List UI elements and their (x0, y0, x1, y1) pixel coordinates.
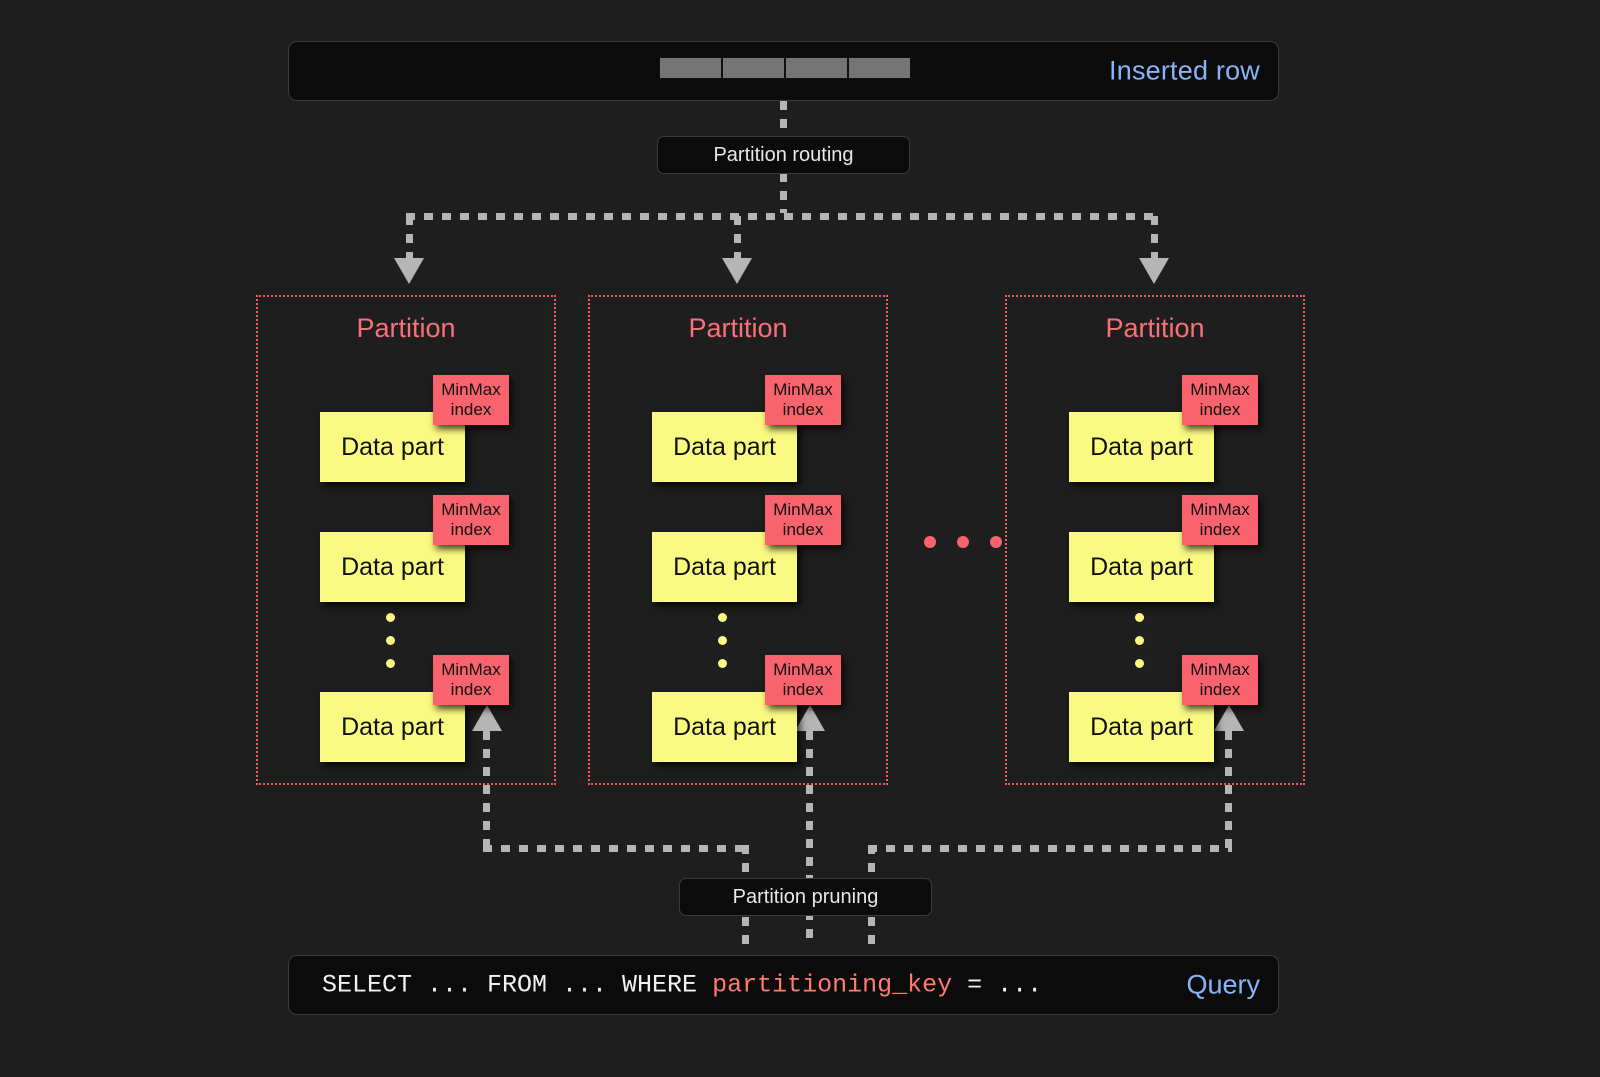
partition-3[interactable]: Partition MinMax index Data part MinMax … (1005, 295, 1305, 785)
minmax-index-line1: MinMax (773, 379, 833, 399)
partition-3-title: Partition (1105, 313, 1205, 343)
row-cell-2 (722, 57, 785, 79)
partitions-ellipsis (924, 536, 1002, 548)
minmax-index-line1: MinMax (1190, 379, 1250, 399)
query-suffix: = ... (952, 970, 1043, 1000)
ellipsis-dot (718, 636, 727, 645)
ellipsis-dot (386, 613, 395, 622)
ellipsis-dot (386, 636, 395, 645)
minmax-index-line2: index (450, 680, 492, 699)
minmax-index-box: MinMax index (1182, 495, 1258, 545)
ellipsis-dot (386, 659, 395, 668)
minmax-index-box: MinMax index (1182, 375, 1258, 425)
partition-1-part-2[interactable]: MinMax index Data part (320, 495, 510, 605)
minmax-index-box: MinMax index (433, 655, 509, 705)
minmax-index-box: MinMax index (433, 495, 509, 545)
partition-1-part-3[interactable]: MinMax index Data part (320, 655, 510, 765)
minmax-index-line1: MinMax (441, 659, 501, 679)
partition-2-part-2[interactable]: MinMax index Data part (652, 495, 842, 605)
row-cell-4 (848, 57, 911, 79)
minmax-index-line2: index (450, 400, 492, 419)
ellipsis-dot (957, 536, 969, 548)
minmax-index-box: MinMax index (765, 655, 841, 705)
partition-2-title: Partition (688, 313, 788, 343)
minmax-index-line2: index (782, 520, 824, 539)
data-part-box: Data part (652, 412, 797, 482)
partition-routing-badge: Partition routing (657, 136, 910, 174)
minmax-index-box: MinMax index (765, 375, 841, 425)
ellipsis-dot (1135, 636, 1144, 645)
inserted-row-label: Inserted row (1109, 55, 1260, 86)
row-cell-3 (785, 57, 848, 79)
pruning-arrow-partition-2 (795, 705, 825, 731)
minmax-index-line2: index (1199, 520, 1241, 539)
routing-bus-line (406, 213, 1158, 220)
partition-3-part-3[interactable]: MinMax index Data part (1069, 655, 1259, 765)
partition-1[interactable]: Partition MinMax index Data part MinMax … (256, 295, 556, 785)
inserted-row-panel: Inserted row (288, 41, 1279, 101)
routing-branch-2-arrow (722, 258, 752, 284)
routing-branch-1-arrow (394, 258, 424, 284)
pruning-bus-left (483, 845, 749, 852)
minmax-index-line1: MinMax (1190, 659, 1250, 679)
partition-3-part-1[interactable]: MinMax index Data part (1069, 375, 1259, 485)
partition-2-part-1[interactable]: MinMax index Data part (652, 375, 842, 485)
query-panel: SELECT ... FROM ... WHERE partitioning_k… (288, 955, 1279, 1015)
pruning-line-partition-3 (1225, 731, 1232, 851)
query-prefix: SELECT ... FROM ... WHERE (322, 970, 713, 1000)
query-label: Query (1186, 969, 1260, 1000)
partition-1-vertical-ellipsis (386, 613, 395, 682)
minmax-index-line1: MinMax (773, 659, 833, 679)
routing-branch-3-arrow (1139, 258, 1169, 284)
partition-2-vertical-ellipsis (718, 613, 727, 682)
minmax-index-line2: index (1199, 680, 1241, 699)
minmax-index-line2: index (1199, 400, 1241, 419)
partition-2[interactable]: Partition MinMax index Data part MinMax … (588, 295, 888, 785)
ellipsis-dot (718, 659, 727, 668)
minmax-index-line1: MinMax (773, 499, 833, 519)
pruning-line-partition-1 (483, 731, 490, 851)
minmax-index-box: MinMax index (1182, 655, 1258, 705)
minmax-index-line1: MinMax (1190, 499, 1250, 519)
minmax-index-line1: MinMax (441, 379, 501, 399)
ellipsis-dot (990, 536, 1002, 548)
minmax-index-line2: index (782, 400, 824, 419)
data-part-box: Data part (652, 692, 797, 762)
inserted-row-cells (659, 57, 911, 79)
partition-1-title: Partition (356, 313, 456, 343)
minmax-index-line2: index (450, 520, 492, 539)
partition-1-part-1[interactable]: MinMax index Data part (320, 375, 510, 485)
ellipsis-dot (1135, 613, 1144, 622)
minmax-index-box: MinMax index (433, 375, 509, 425)
query-statement: SELECT ... FROM ... WHERE partitioning_k… (322, 971, 1042, 1000)
partition-3-vertical-ellipsis (1135, 613, 1144, 682)
routing-branch-1-line (406, 216, 413, 263)
ellipsis-dot (924, 536, 936, 548)
pruning-bus-right (868, 845, 1232, 852)
data-part-box: Data part (1069, 412, 1214, 482)
ellipsis-dot (718, 613, 727, 622)
pruning-arrow-partition-3 (1214, 705, 1244, 731)
pruning-arrow-partition-1 (472, 705, 502, 731)
minmax-index-line1: MinMax (441, 499, 501, 519)
partition-pruning-badge: Partition pruning (679, 878, 932, 916)
minmax-index-box: MinMax index (765, 495, 841, 545)
routing-branch-2-line (734, 216, 741, 263)
query-keyword: partitioning_key (712, 970, 953, 1000)
minmax-index-line2: index (782, 680, 824, 699)
pruning-line-partition-2 (806, 731, 813, 946)
partition-3-part-2[interactable]: MinMax index Data part (1069, 495, 1259, 605)
routing-branch-3-line (1151, 216, 1158, 263)
partition-2-part-3[interactable]: MinMax index Data part (652, 655, 842, 765)
ellipsis-dot (1135, 659, 1144, 668)
row-cell-1 (659, 57, 722, 79)
